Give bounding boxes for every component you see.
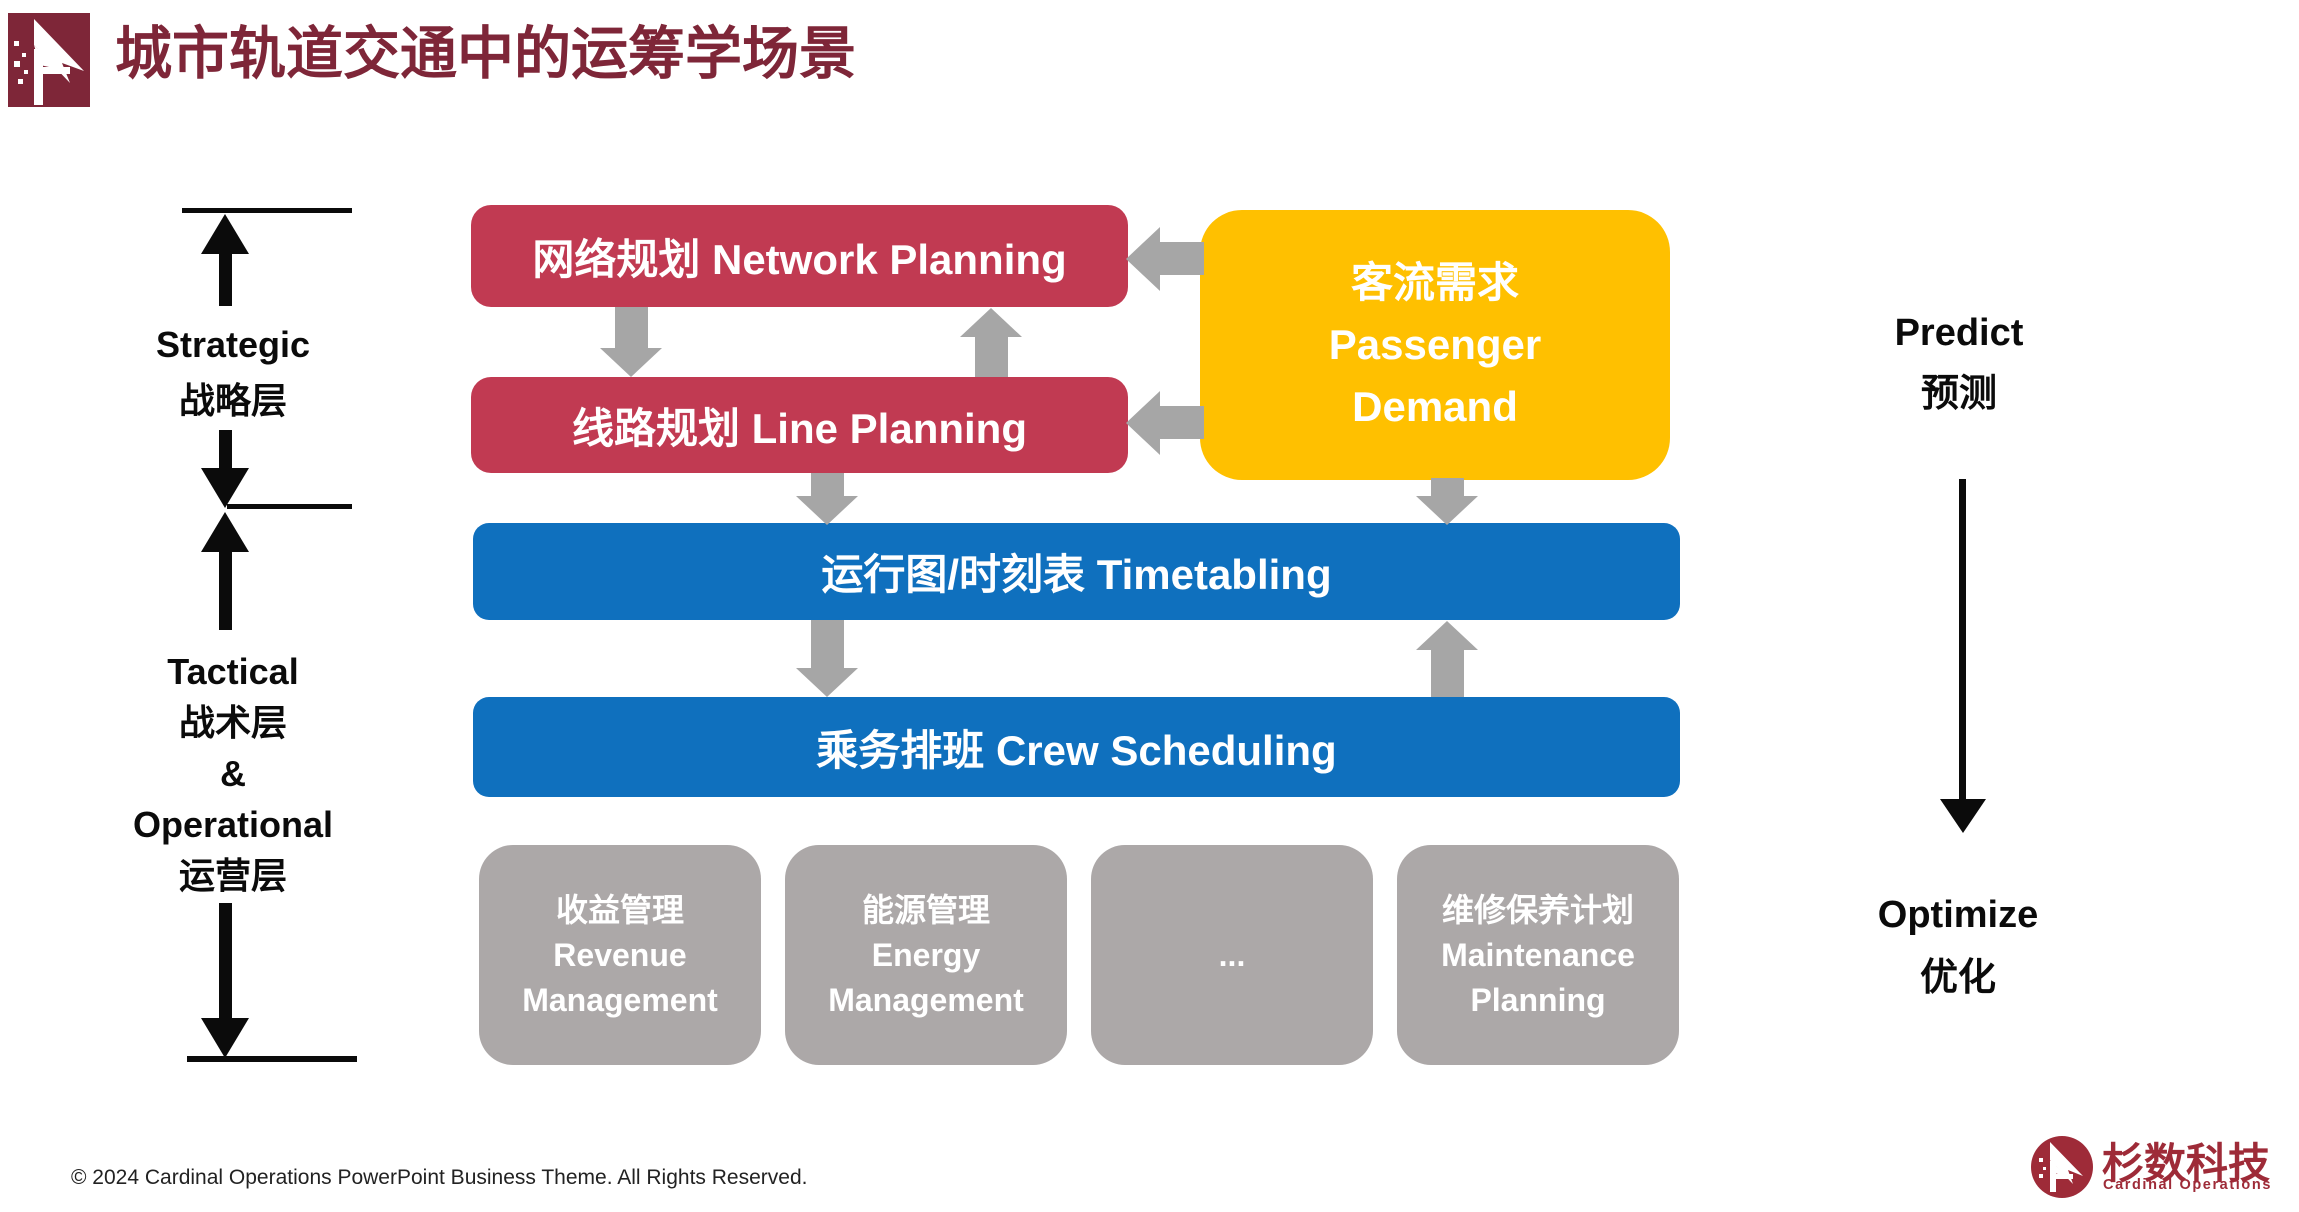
operational-label-en: Operational [132, 804, 334, 845]
predict-to-optimize-arrow-head [1940, 799, 1986, 833]
network-planning-box: 网络规划 Network Planning [471, 205, 1128, 307]
passenger-demand-label-en2: Demand [1352, 383, 1518, 430]
arrow-timetabling-to-crew-shaft [811, 620, 844, 669]
page-title: 城市轨道交通中的运筹学场景 [115, 22, 856, 86]
passenger-demand-label-zh: 客流需求 [1350, 259, 1519, 306]
maintenance-planning-label-zh: 维修保养计划 [1441, 891, 1634, 928]
line-planning-label: 线路规划 Line Planning [571, 404, 1027, 452]
arrow-crew-to-timetabling-shaft [1431, 648, 1464, 697]
strategic-label-zh: 战略层 [178, 380, 287, 421]
arrow-demand-to-network-shaft [1158, 242, 1204, 275]
arrow-network-to-line-shaft [615, 307, 648, 349]
ampersand-label: & [220, 753, 246, 794]
arrow-demand-to-line-shaft [1158, 406, 1204, 439]
energy-management-box: 能源管理 Energy Management [785, 845, 1067, 1065]
predict-label-zh: 预测 [1920, 373, 1997, 415]
cardinal-operations-logo-icon [2031, 1136, 2093, 1198]
arrow-demand-to-timetabling-shaft [1431, 478, 1464, 497]
ellipsis-box: ... [1091, 845, 1373, 1065]
energy-management-label-zh: 能源管理 [861, 891, 990, 928]
copyright-text: © 2024 Cardinal Operations PowerPoint Bu… [71, 1166, 808, 1189]
cardinal-tree-logo-icon [8, 13, 90, 107]
left-rail-top-line [182, 208, 352, 213]
left-rail-down-arrow-2-shaft [219, 903, 232, 1020]
left-rail-up-arrow-2-shaft [219, 550, 232, 630]
line-planning-box: 线路规划 Line Planning [471, 377, 1128, 473]
arrow-line-to-network-head [960, 308, 1022, 337]
tactical-operational-label: Tactical 战术层 & Operational 运营层 [103, 646, 363, 901]
arrow-line-to-timetabling-head [796, 496, 858, 525]
brand-name-zh: 杉数科技 [2102, 1140, 2271, 1187]
arrow-demand-to-line-head [1126, 391, 1160, 455]
passenger-demand-box: 客流需求 Passenger Demand [1200, 210, 1670, 480]
energy-management-label-en1: Energy [871, 936, 981, 973]
left-rail-bottom-line [187, 1056, 357, 1062]
arrow-timetabling-to-crew-head [796, 668, 858, 697]
maintenance-planning-box: 维修保养计划 Maintenance Planning [1397, 845, 1679, 1065]
left-rail-up-arrow-1 [201, 214, 249, 254]
tactical-label-en: Tactical [167, 651, 299, 692]
arrow-line-to-network-shaft [975, 335, 1008, 377]
timetabling-label: 运行图/时刻表 Timetabling [821, 551, 1332, 598]
brand-name-en: Cardinal Operations [2103, 1177, 2272, 1193]
left-rail-mid-line [227, 504, 352, 509]
arrow-demand-to-network-head [1126, 227, 1160, 291]
left-rail-down-arrow-1 [201, 468, 249, 508]
tactical-label-zh: 战术层 [178, 702, 287, 743]
left-rail-up-arrow-2 [201, 512, 249, 552]
timetabling-box: 运行图/时刻表 Timetabling [473, 523, 1680, 620]
revenue-management-label-zh: 收益管理 [555, 891, 684, 928]
revenue-management-label-en2: Management [522, 981, 718, 1018]
crew-scheduling-label: 乘务排班 Crew Scheduling [816, 726, 1337, 774]
predict-to-optimize-arrow-shaft [1959, 479, 1966, 801]
network-planning-label: 网络规划 Network Planning [532, 235, 1067, 283]
passenger-demand-label-en1: Passenger [1328, 321, 1542, 368]
revenue-management-box: 收益管理 Revenue Management [479, 845, 761, 1065]
predict-label-en: Predict [1894, 312, 2024, 354]
arrow-crew-to-timetabling-head [1416, 621, 1478, 650]
arrow-demand-to-timetabling-head [1416, 496, 1478, 525]
ellipsis-label: ... [1218, 936, 1246, 973]
arrow-network-to-line-head [600, 348, 662, 377]
revenue-management-label-en1: Revenue [553, 936, 687, 973]
energy-management-label-en2: Management [828, 981, 1024, 1018]
crew-scheduling-box: 乘务排班 Crew Scheduling [473, 697, 1680, 797]
strategic-label-en: Strategic [155, 324, 311, 365]
left-rail-up-arrow-1-shaft [219, 250, 232, 306]
maintenance-planning-label-en2: Planning [1470, 981, 1606, 1018]
left-rail-down-arrow-1-shaft [219, 430, 232, 470]
optimize-label-zh: 优化 [1919, 957, 1996, 999]
left-rail-down-arrow-2 [201, 1018, 249, 1058]
optimize-label-en: Optimize [1877, 894, 2039, 936]
operational-label-zh: 运营层 [178, 855, 287, 896]
arrow-line-to-timetabling-shaft [811, 473, 844, 497]
maintenance-planning-label-en1: Maintenance [1441, 936, 1635, 973]
